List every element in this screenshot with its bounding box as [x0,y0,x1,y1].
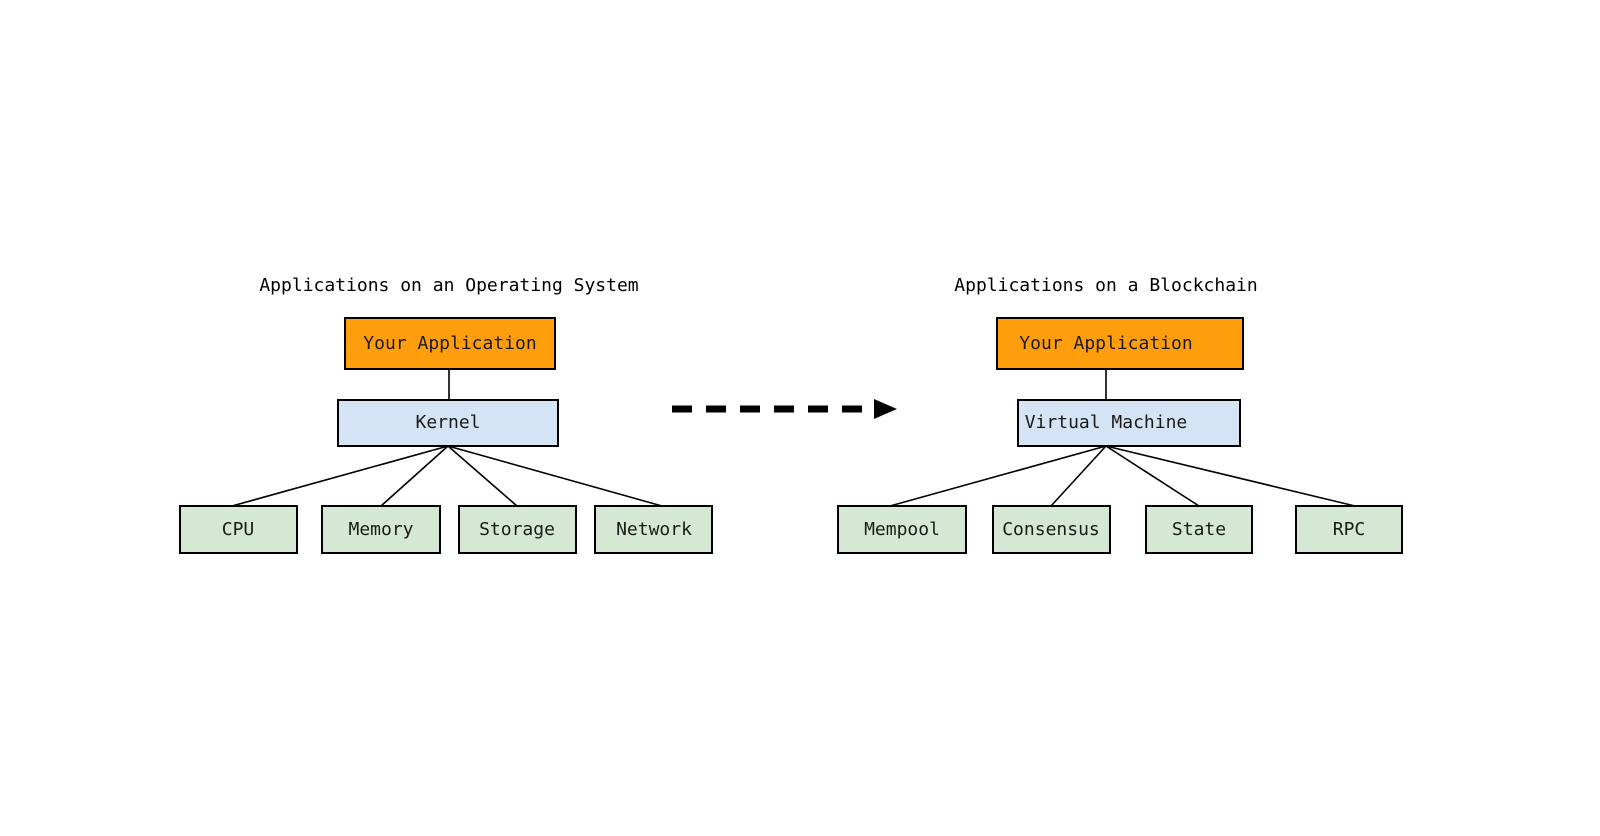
node-kernel-label: Kernel [415,412,480,433]
panel-title-blockchain: Applications on a Blockchain [954,275,1257,296]
node-rpc[interactable]: RPC [1295,505,1403,554]
node-memory-label: Memory [348,519,413,540]
node-kernel[interactable]: Kernel [337,399,559,447]
node-consensus-box[interactable] [992,505,1111,554]
node-storage-box[interactable] [458,505,577,554]
node-virtual-machine[interactable]: Virtual Machine [1017,399,1241,447]
node-rpc-box[interactable] [1295,505,1403,554]
node-network[interactable]: Network [594,505,713,554]
node-memory[interactable]: Memory [321,505,441,554]
node-rpc-label: RPC [1333,519,1366,540]
node-cpu[interactable]: CPU [179,505,298,554]
node-kernel-box[interactable] [337,399,559,447]
node-state-label: State [1172,519,1226,540]
node-your-application-blockchain-box[interactable] [996,317,1244,370]
node-your-application-blockchain[interactable]: Your Application [996,317,1244,370]
node-storage-label: Storage [479,519,555,540]
node-network-box[interactable] [594,505,713,554]
node-cpu-label: CPU [222,519,255,540]
node-mempool[interactable]: Mempool [837,505,967,554]
node-mempool-box[interactable] [837,505,967,554]
node-state-box[interactable] [1145,505,1253,554]
node-consensus[interactable]: Consensus [992,505,1111,554]
panel-blockchain: Applications on a Blockchain Your Applic… [837,275,1403,554]
node-consensus-label: Consensus [1002,519,1100,540]
node-cpu-box[interactable] [179,505,298,554]
node-state[interactable]: State [1145,505,1253,554]
panel-title-operating-system: Applications on an Operating System [259,275,638,296]
panel-operating-system: Applications on an Operating System Your… [179,275,713,554]
node-storage[interactable]: Storage [458,505,577,554]
node-your-application-os-box[interactable] [344,317,556,370]
edge-kernel-to-storage [447,445,518,507]
edge-vm-to-rpc [1105,445,1356,507]
node-memory-box[interactable] [321,505,441,554]
node-network-label: Network [616,519,692,540]
node-your-application-blockchain-label: Your Application [1019,333,1192,354]
node-your-application-os[interactable]: Your Application [344,317,556,370]
node-your-application-os-label: Your Application [363,333,536,354]
edge-vm-to-mempool [889,445,1107,507]
edge-vm-to-state [1105,445,1200,507]
node-virtual-machine-label: Virtual Machine [1025,412,1188,433]
edge-kernel-to-cpu [231,445,449,507]
edge-kernel-to-memory [380,445,449,507]
dashed-transition-arrow [672,399,897,419]
edge-vm-to-consensus [1050,445,1107,507]
edge-kernel-to-network [447,445,663,507]
node-mempool-label: Mempool [864,519,940,540]
node-virtual-machine-box[interactable] [1017,399,1241,447]
transition-arrow-head [874,399,897,419]
